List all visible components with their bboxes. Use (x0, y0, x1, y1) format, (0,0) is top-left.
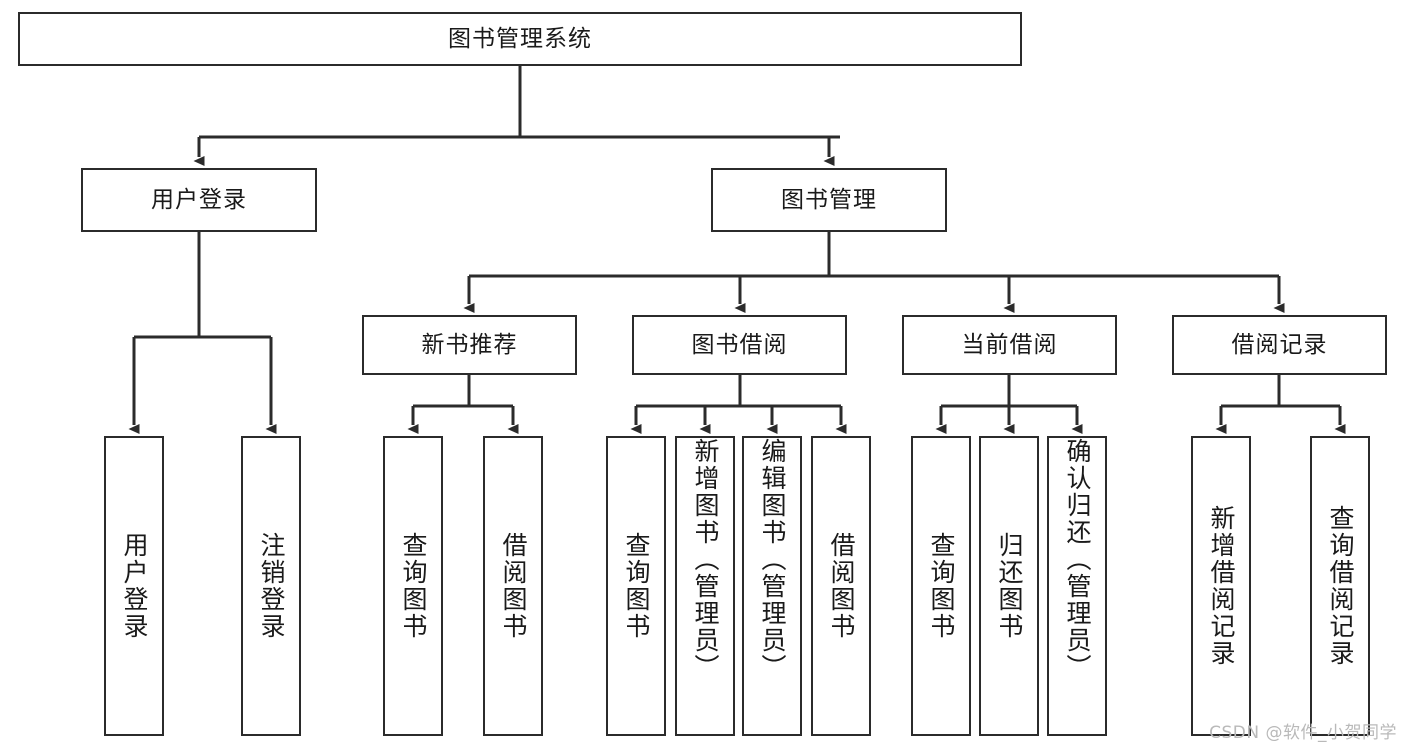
leaf-new-book-query-book[interactable]: 查询图书 (383, 436, 443, 736)
leaf-book-borrow-edit-book-admin[interactable]: 编辑图书（管理员） (742, 436, 802, 736)
node-label: 借阅记录 (1231, 331, 1328, 358)
leaf-book-borrow-borrow-book[interactable]: 借阅图书 (811, 436, 871, 736)
leaf-book-borrow-add-book-admin[interactable]: 新增图书（管理员） (675, 436, 735, 736)
leaf-borrow-record-add-record[interactable]: 新增借阅记录 (1191, 436, 1251, 736)
node-label: 图书借阅 (691, 331, 788, 358)
node-user-login[interactable]: 用户登录 (81, 168, 317, 232)
node-label: 当前借阅 (961, 331, 1058, 358)
leaf-current-borrow-query-book[interactable]: 查询图书 (911, 436, 971, 736)
node-label: 借阅图书 (827, 532, 856, 640)
node-label: 新增图书（管理员） (691, 438, 720, 681)
node-label: 确认归还（管理员） (1063, 438, 1092, 681)
node-label: 注销登录 (257, 532, 286, 640)
node-current-borrow[interactable]: 当前借阅 (902, 315, 1117, 375)
node-label: 查询借阅记录 (1326, 505, 1355, 667)
node-book-borrow[interactable]: 图书借阅 (632, 315, 847, 375)
leaf-user-login-login[interactable]: 用户登录 (104, 436, 164, 736)
node-label: 新书推荐 (421, 331, 518, 358)
watermark: CSDN @软件_小贺同学 (1209, 723, 1397, 743)
node-label: 归还图书 (995, 532, 1024, 640)
node-label: 图书管理系统 (448, 25, 592, 52)
node-book-management[interactable]: 图书管理 (711, 168, 947, 232)
node-label: 查询图书 (622, 532, 651, 640)
node-label: 新增借阅记录 (1207, 505, 1236, 667)
node-label: 编辑图书（管理员） (758, 438, 787, 681)
node-label: 查询图书 (399, 532, 428, 640)
leaf-user-login-logout[interactable]: 注销登录 (241, 436, 301, 736)
node-label: 用户登录 (151, 186, 247, 213)
leaf-book-borrow-query-book[interactable]: 查询图书 (606, 436, 666, 736)
leaf-current-borrow-return-book[interactable]: 归还图书 (979, 436, 1039, 736)
node-label: 借阅图书 (499, 532, 528, 640)
leaf-new-book-borrow-book[interactable]: 借阅图书 (483, 436, 543, 736)
leaf-current-borrow-confirm-return-admin[interactable]: 确认归还（管理员） (1047, 436, 1107, 736)
node-label: 图书管理 (781, 186, 877, 213)
node-new-book-recommend[interactable]: 新书推荐 (362, 315, 577, 375)
node-label: 用户登录 (120, 532, 149, 640)
leaf-borrow-record-query-record[interactable]: 查询借阅记录 (1310, 436, 1370, 736)
node-borrow-record[interactable]: 借阅记录 (1172, 315, 1387, 375)
node-root-library-system[interactable]: 图书管理系统 (18, 12, 1022, 66)
node-label: 查询图书 (927, 532, 956, 640)
